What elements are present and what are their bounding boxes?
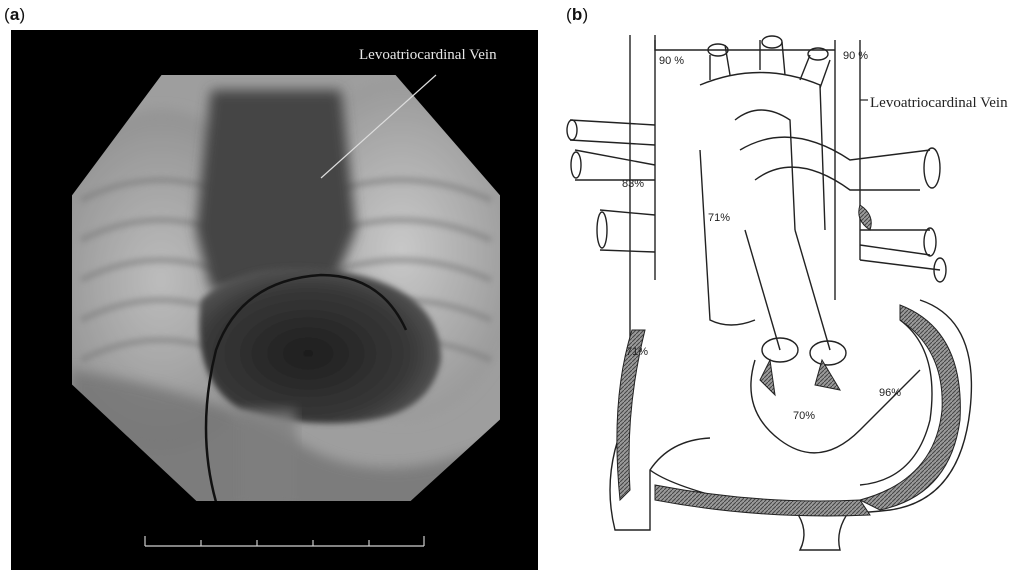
scale-bar	[145, 536, 424, 546]
angiogram-panel: Levoatriocardinal Vein	[11, 30, 538, 570]
angiogram-annotation: Levoatriocardinal Vein	[359, 47, 497, 64]
saturation-label-aorta: 71%	[708, 212, 730, 224]
panel-a-label: (a)	[4, 5, 25, 25]
saturation-label-top-right: 90 %	[843, 50, 868, 62]
schematic-annotation: Levoatriocardinal Vein	[870, 95, 1008, 112]
saturation-label-left-ventricle: 96%	[879, 387, 901, 399]
panel-b-label: (b)	[566, 5, 588, 25]
angiogram-image	[11, 30, 538, 570]
saturation-label-right-ventricle: 70%	[793, 410, 815, 422]
saturation-label-top-left: 90 %	[659, 55, 684, 67]
saturation-label-ivc: 71%	[626, 346, 648, 358]
saturation-label-svc: 83%	[622, 178, 644, 190]
